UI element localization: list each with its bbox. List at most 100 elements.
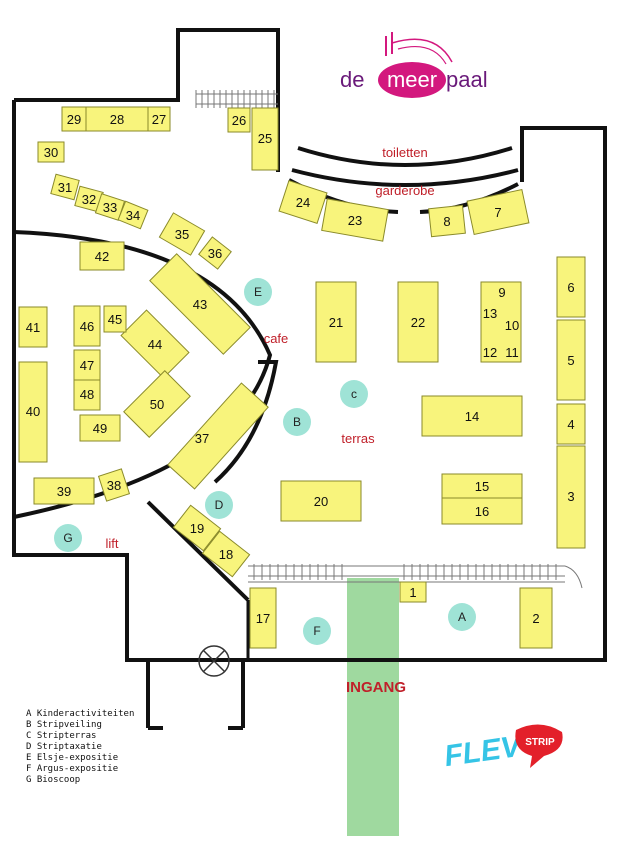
svg-text:43: 43 — [193, 297, 207, 312]
booth-27[interactable]: 27 — [147, 106, 171, 132]
building-walls — [12, 28, 607, 730]
zone-a[interactable]: A — [448, 603, 476, 631]
svg-text:25: 25 — [258, 131, 272, 146]
label-cafe: cafe — [264, 331, 289, 346]
booth-41[interactable]: 41 — [18, 306, 48, 348]
svg-text:21: 21 — [329, 315, 343, 330]
legend-item-b: B Stripveiling — [26, 720, 102, 730]
svg-text:12: 12 — [483, 345, 497, 360]
svg-text:38: 38 — [107, 478, 121, 493]
booth-15[interactable]: 15 — [441, 473, 523, 499]
svg-text:13: 13 — [483, 306, 497, 321]
booth-29[interactable]: 29 — [61, 106, 87, 132]
booth-39[interactable]: 39 — [33, 477, 95, 505]
svg-text:26: 26 — [232, 113, 246, 128]
svg-text:F: F — [313, 624, 320, 638]
zone-e[interactable]: E — [244, 278, 272, 306]
booth-7[interactable]: 7 — [466, 188, 530, 236]
label-ingang: INGANG — [346, 679, 406, 696]
booth-5[interactable]: 5 — [556, 319, 586, 401]
svg-text:meer: meer — [387, 67, 437, 92]
booth-6[interactable]: 6 — [556, 256, 586, 318]
booth-2[interactable]: 2 — [519, 587, 553, 649]
booth-33[interactable]: 33 — [94, 193, 126, 221]
booth-36[interactable]: 36 — [198, 236, 232, 270]
svg-text:23: 23 — [348, 213, 362, 228]
booth-50[interactable]: 50 — [123, 370, 191, 438]
legend: A Kinderactiviteiten B Stripveiling C St… — [26, 709, 134, 785]
booth-45[interactable]: 45 — [103, 305, 127, 333]
booth-37[interactable]: 37 — [167, 382, 269, 490]
booth-42[interactable]: 42 — [79, 241, 125, 271]
svg-text:19: 19 — [190, 521, 204, 536]
svg-text:22: 22 — [411, 315, 425, 330]
booth-30[interactable]: 30 — [37, 141, 65, 163]
svg-text:24: 24 — [296, 195, 310, 210]
booth-9-13[interactable]: 9 10 11 12 13 — [480, 281, 522, 363]
booth-23[interactable]: 23 — [321, 198, 389, 242]
svg-text:14: 14 — [465, 409, 479, 424]
booth-26[interactable]: 26 — [227, 107, 251, 133]
booth-21[interactable]: 21 — [315, 281, 357, 363]
booth-46[interactable]: 46 — [73, 305, 101, 347]
booth-31[interactable]: 31 — [50, 173, 80, 201]
booth-38[interactable]: 38 — [97, 468, 131, 502]
svg-text:15: 15 — [475, 479, 489, 494]
svg-text:27: 27 — [152, 112, 166, 127]
booth-16[interactable]: 16 — [441, 497, 523, 525]
svg-text:1: 1 — [409, 585, 416, 600]
svg-text:48: 48 — [80, 387, 94, 402]
booth-49[interactable]: 49 — [79, 414, 121, 442]
booth-35[interactable]: 35 — [158, 212, 206, 256]
booth-14[interactable]: 14 — [421, 395, 523, 437]
booth-25[interactable]: 25 — [251, 107, 279, 171]
svg-text:30: 30 — [44, 145, 58, 160]
booth-28[interactable]: 28 — [85, 106, 149, 132]
svg-text:47: 47 — [80, 358, 94, 373]
zone-d[interactable]: D — [205, 491, 233, 519]
legend-item-a: A Kinderactiviteiten — [26, 709, 134, 719]
svg-text:16: 16 — [475, 504, 489, 519]
svg-text:8: 8 — [443, 214, 450, 229]
svg-text:STRIP: STRIP — [525, 737, 555, 748]
booth-22[interactable]: 22 — [397, 281, 439, 363]
booth-40[interactable]: 40 — [18, 361, 48, 463]
booth-48[interactable]: 48 — [73, 379, 101, 411]
stairs-bottom — [248, 564, 565, 583]
booth-44[interactable]: 44 — [120, 309, 190, 379]
svg-text:49: 49 — [93, 421, 107, 436]
booth-17[interactable]: 17 — [249, 587, 277, 649]
svg-text:36: 36 — [208, 246, 222, 261]
svg-text:20: 20 — [314, 494, 328, 509]
stairs-curve — [564, 565, 583, 589]
booth-43[interactable]: 43 — [149, 253, 251, 355]
svg-text:29: 29 — [67, 112, 81, 127]
booth-19[interactable]: 19 — [172, 504, 222, 552]
booth-24[interactable]: 24 — [278, 179, 328, 225]
booth-4[interactable]: 4 — [556, 403, 586, 445]
booth-34[interactable]: 34 — [117, 200, 149, 230]
label-garderobe: garderobe — [375, 183, 434, 198]
svg-text:5: 5 — [567, 353, 574, 368]
svg-text:B: B — [293, 415, 301, 429]
svg-text:42: 42 — [95, 249, 109, 264]
svg-text:6: 6 — [567, 280, 574, 295]
zone-g[interactable]: G — [54, 524, 82, 552]
zone-c[interactable]: c — [340, 380, 368, 408]
booth-20[interactable]: 20 — [280, 480, 362, 522]
svg-text:39: 39 — [57, 484, 71, 499]
booth-32[interactable]: 32 — [74, 185, 104, 213]
booth-47[interactable]: 47 — [73, 349, 101, 381]
booth-3[interactable]: 3 — [556, 445, 586, 549]
zone-b[interactable]: B — [283, 408, 311, 436]
legend-item-g: G Bioscoop — [26, 775, 80, 785]
booth-1[interactable]: 1 — [399, 581, 427, 603]
booth-18[interactable]: 18 — [201, 530, 251, 578]
legend-item-c: C Stripterras — [26, 731, 96, 741]
svg-text:7: 7 — [494, 205, 501, 220]
booth-8[interactable]: 8 — [428, 204, 466, 238]
legend-item-f: F Argus-expositie — [26, 764, 118, 774]
zone-f[interactable]: F — [303, 617, 331, 645]
